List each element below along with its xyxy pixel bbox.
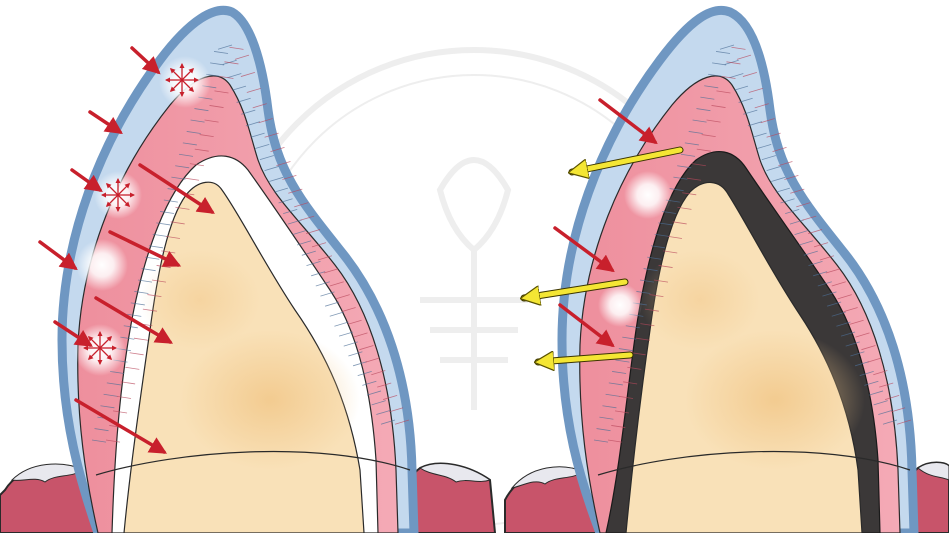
left-tooth-panel bbox=[0, 10, 495, 533]
burst-icon bbox=[102, 179, 134, 211]
arrow-red-icon bbox=[132, 48, 158, 72]
glow-spot bbox=[598, 283, 642, 327]
burst-icon bbox=[166, 64, 198, 96]
glow-spot bbox=[76, 239, 128, 291]
glow-spot bbox=[159, 56, 211, 108]
burst-icon bbox=[84, 332, 116, 364]
glow-spot bbox=[624, 171, 672, 219]
right-tooth-panel bbox=[505, 10, 949, 533]
